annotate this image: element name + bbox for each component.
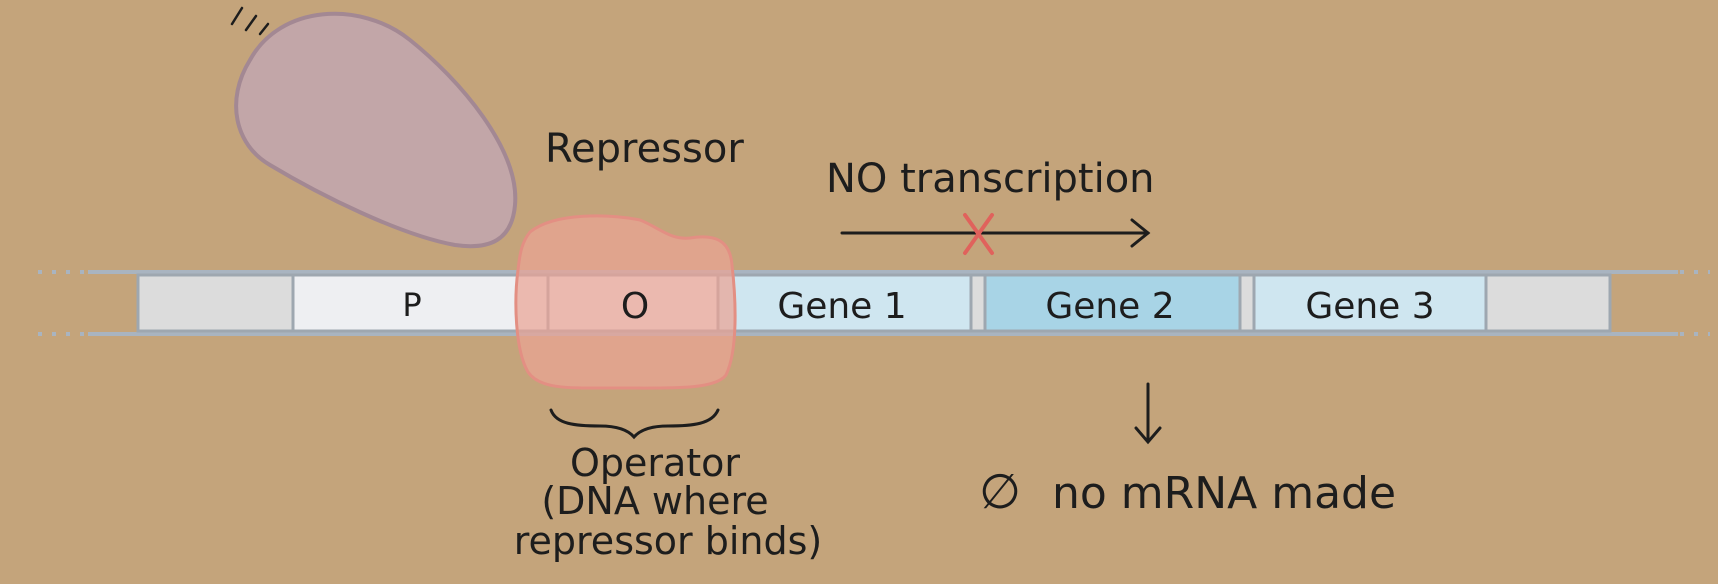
operator-desc-line1: Operator	[570, 441, 740, 485]
transcription-arrow	[840, 218, 1151, 248]
no-mrna-label: no mRNA made	[1052, 468, 1396, 519]
gene-spacer-2	[1238, 273, 1256, 333]
operator-desc-line3: repressor binds)	[514, 519, 823, 563]
down-arrow	[1134, 382, 1162, 445]
null-symbol: ∅	[979, 464, 1021, 520]
blocked-x-mark	[963, 213, 994, 255]
repressor-label: Repressor	[545, 126, 744, 172]
gene3-segment	[1252, 273, 1488, 333]
operator-brace	[549, 408, 720, 440]
dna-track	[88, 270, 1678, 336]
gene2-label: Gene 2	[1045, 286, 1174, 327]
operator-desc-line2: (DNA where	[541, 479, 768, 523]
operator-label: O	[621, 286, 649, 327]
promoter-label: P	[402, 286, 421, 324]
gene3-label: Gene 3	[1305, 286, 1434, 327]
motion-lines	[230, 6, 270, 36]
gene2-segment	[983, 273, 1242, 333]
bound-repressor-shape	[514, 214, 737, 390]
gene1-segment	[716, 273, 973, 333]
flank-right-segment	[1484, 273, 1612, 333]
promoter-segment	[291, 273, 550, 333]
gene-spacer-1	[969, 273, 987, 333]
gene1-label: Gene 1	[777, 286, 906, 327]
dna-track-dashes	[38, 270, 1710, 336]
flank-left-segment	[136, 273, 295, 333]
free-repressor-shape	[234, 11, 518, 249]
transcription-label: NO transcription	[826, 156, 1155, 202]
